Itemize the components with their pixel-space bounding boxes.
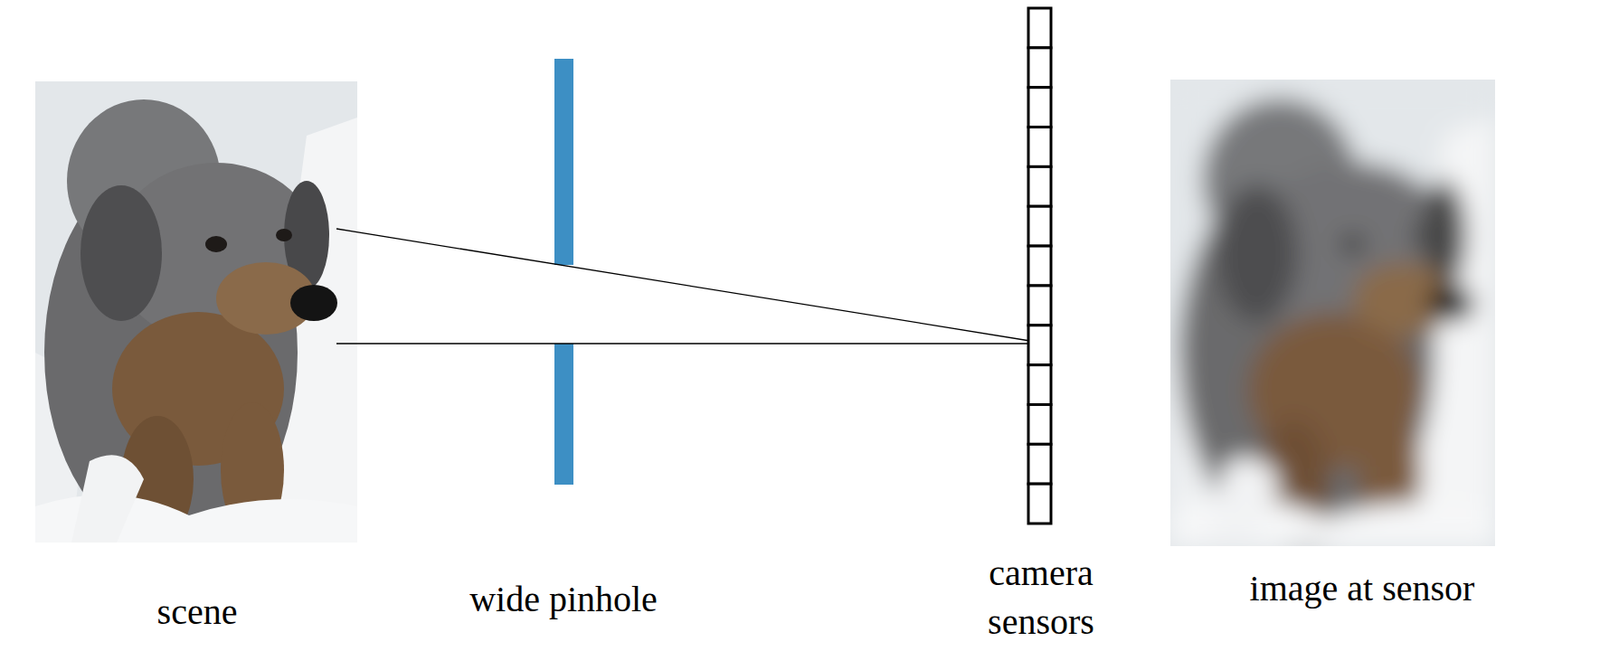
sensor-cell [1028, 47, 1051, 88]
sensor-cell [1028, 444, 1051, 484]
caption-label: image at sensor [1208, 567, 1516, 611]
caption-label: wide pinhole [418, 577, 709, 622]
sensor-cell [1028, 285, 1051, 326]
sensor-cell [1028, 325, 1051, 366]
sensor-cell [1028, 8, 1051, 48]
light-ray [336, 228, 1036, 342]
sensor-cell [1028, 127, 1051, 168]
sensor-cell [1028, 483, 1051, 524]
sensor-cell [1028, 246, 1051, 286]
light-ray [336, 342, 1036, 344]
sensor-cell [1028, 365, 1051, 406]
sensor-array [1028, 8, 1051, 524]
pinhole-bar [554, 343, 574, 485]
caption-label: scene [61, 590, 333, 635]
pinhole-bar [554, 58, 574, 266]
sensor-cell [1028, 206, 1051, 247]
sensor-cell [1028, 404, 1051, 445]
scene-photo [35, 81, 358, 543]
blurred-image [1170, 79, 1496, 551]
sensor-cell [1028, 87, 1051, 128]
sensor-cell [1028, 166, 1051, 207]
caption-label: camera sensors [950, 549, 1132, 647]
